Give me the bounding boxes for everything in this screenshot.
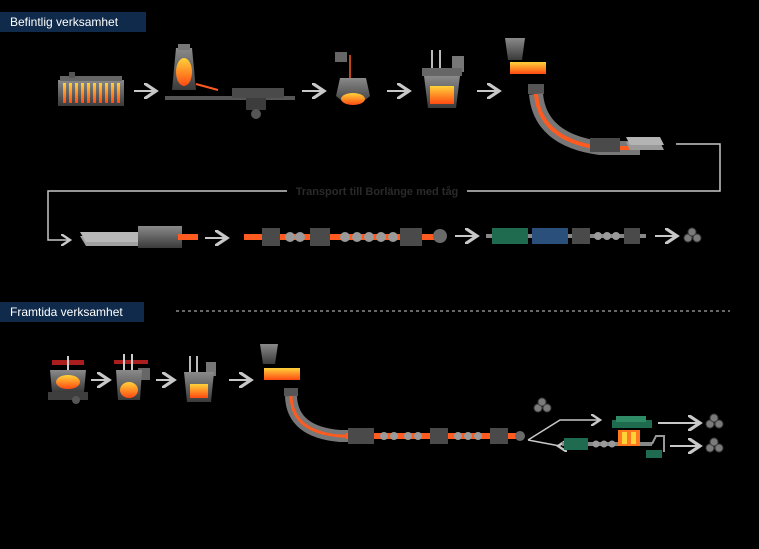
electric-arc-furnace-icon	[114, 354, 150, 400]
coil-icon	[705, 437, 724, 453]
reheating-furnace-icon	[80, 226, 198, 248]
section-label-current: Befintlig verksamhet	[0, 12, 146, 32]
coke-oven-icon	[58, 72, 124, 106]
flow-arrow	[527, 439, 560, 446]
ladle-furnace-icon	[422, 50, 464, 108]
section-label-future: Framtida verksamhet	[0, 302, 144, 322]
flow-arrow	[527, 420, 600, 441]
hot-rolling-mill-icon	[244, 228, 447, 246]
coil-icon	[683, 227, 702, 243]
electric-arc-furnace-icon	[48, 356, 88, 404]
slab-stack-icon	[626, 137, 664, 150]
continuous-caster-icon	[260, 344, 350, 442]
pickling-line-icon	[486, 228, 646, 244]
hot-rolling-mill-icon	[346, 428, 525, 444]
converter-icon	[335, 52, 370, 105]
pickling-line-icon	[562, 416, 665, 458]
continuous-caster-icon	[505, 38, 640, 155]
coil-icon	[533, 397, 552, 413]
ladle-furnace-icon	[184, 356, 216, 402]
transport-caption: Transport till Borlänge med tåg	[296, 186, 459, 198]
blast-furnace-icon	[165, 44, 295, 119]
coil-icon	[705, 413, 724, 429]
